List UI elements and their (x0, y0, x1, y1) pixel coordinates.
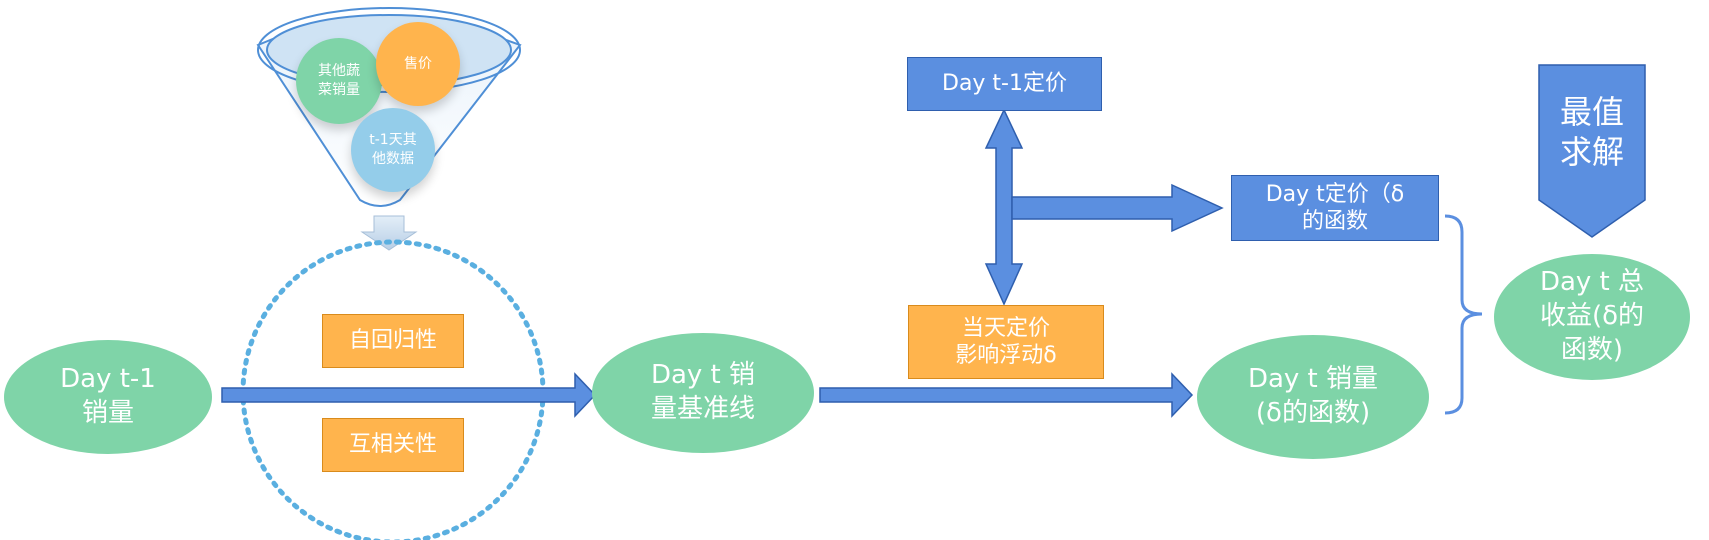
node-day-t1-sales: Day t-1 销量 (4, 340, 212, 454)
bubble-other-veg-sales-label: 其他蔬 菜销量 (318, 63, 360, 98)
funnel-down-arrow (360, 215, 418, 251)
arrow-to-price-t (1011, 183, 1224, 233)
node-price-impact: 当天定价 影响浮动δ (908, 305, 1104, 379)
node-autoregressive-label: 自回归性 (348, 328, 437, 354)
node-sales-t: Day t 销量 (δ的函数) (1197, 335, 1429, 459)
node-revenue-t: Day t 总 收益(δ的 函数) (1494, 254, 1690, 380)
node-sales-t-label: Day t 销量 (δ的函数) (1247, 364, 1379, 428)
node-price-t-label: Day t定价（δ 的函数 (1265, 181, 1405, 235)
right-brace (1444, 214, 1483, 415)
node-price-impact-label: 当天定价 影响浮动δ (955, 315, 1057, 369)
bubble-t1-other-data: t-1天其 他数据 (351, 108, 435, 192)
node-correlation-label: 互相关性 (348, 432, 437, 458)
arrow-vertical-double (984, 108, 1024, 306)
node-price-t: Day t定价（δ 的函数 (1231, 175, 1439, 241)
bubble-t1-other-data-label: t-1天其 他数据 (369, 132, 417, 167)
bubble-price-label: 售价 (404, 55, 432, 72)
bubble-other-veg-sales: 其他蔬 菜销量 (296, 38, 382, 124)
bubble-price: 售价 (376, 22, 460, 106)
node-day-t1-sales-label: Day t-1 销量 (60, 364, 156, 428)
node-autoregressive: 自回归性 (322, 314, 464, 368)
node-revenue-t-label: Day t 总 收益(δ的 函数) (1539, 267, 1645, 365)
node-baseline-label: Day t 销 量基准线 (650, 360, 756, 424)
node-price-t1-label: Day t-1定价 (942, 71, 1067, 97)
node-optimize-label: 最值 求解 (1559, 93, 1624, 171)
arrow-baseline-to-sales (819, 372, 1194, 418)
node-correlation: 互相关性 (322, 418, 464, 472)
node-baseline: Day t 销 量基准线 (592, 333, 814, 453)
optimize-down-arrow (1538, 64, 1646, 238)
node-price-t1: Day t-1定价 (907, 57, 1102, 111)
arrow-sales-to-baseline (221, 372, 597, 418)
